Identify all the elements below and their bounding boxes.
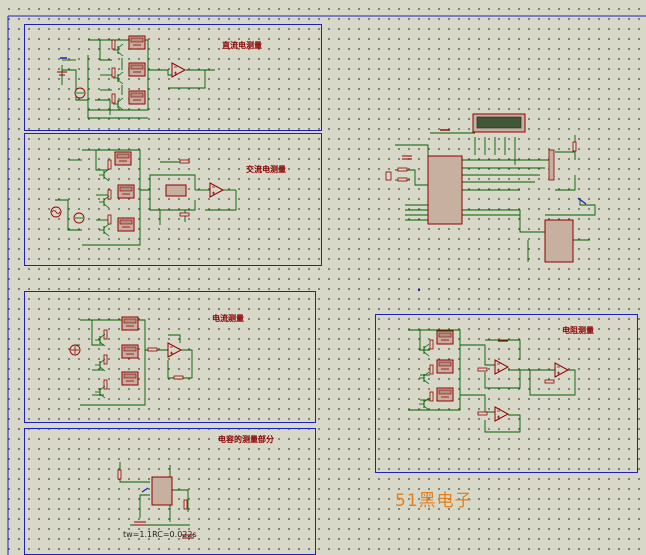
block-title-capacitance: 电容的测量部分 (218, 435, 274, 444)
block-title-current: 电流测量 (212, 314, 244, 323)
block-title-resistance: 电阻测量 (562, 326, 594, 335)
main-mcu-circuit (395, 132, 596, 262)
block-current[interactable] (24, 291, 316, 423)
block-ac-voltage[interactable] (24, 133, 322, 266)
resistance-circuit (408, 329, 576, 433)
capacitance-formula: tw=1.1RC=0.022s (123, 530, 197, 539)
ac-circuit (55, 149, 237, 246)
block-title-dc: 直流电测量 (222, 41, 262, 50)
dc-circuit (61, 39, 215, 119)
current-circuit (75, 319, 193, 406)
block-title-ac: 交流电测量 (246, 165, 286, 174)
watermark: 51黑电子 (395, 491, 473, 511)
block-resistance[interactable] (375, 314, 638, 473)
block-dc-voltage[interactable] (24, 24, 322, 131)
